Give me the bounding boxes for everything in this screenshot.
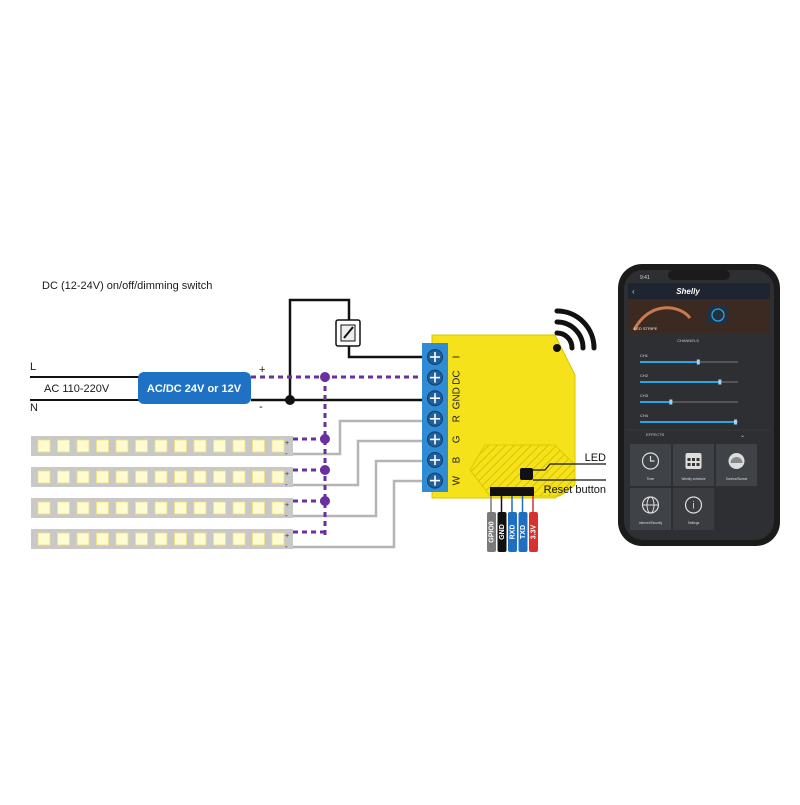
terminal-screw-g: G [427,431,463,448]
switch-wire-in [288,298,351,400]
terminal-screw-gnd: GND [427,387,463,409]
psu-minus-label: - [259,401,263,413]
switch-caption: DC (12-24V) on/off/dimming switch [42,280,212,292]
phone: 9:41 ‹ Shelly LED STRIPE CHANNELS CH1CH2… [618,264,780,546]
status-time: 9:41 [640,275,650,281]
clock-icon [641,452,660,470]
pin-label: 3.3V [530,524,537,539]
device-banner [628,299,770,333]
pin-gpio0: GPIO0 [487,496,496,552]
brand-logo: Shelly [676,287,700,296]
power-supply-label: AC/DC 24V or 12V [147,383,242,395]
pin-label: GPIO0 [488,521,495,543]
sunrise-icon [728,453,745,469]
channel-label: CH1 [640,353,649,358]
power-toggle-icon[interactable] [711,308,725,322]
channel-slider[interactable]: CH3 [640,393,738,405]
reset-button-label: Reset button [544,484,606,496]
led-strips: +-+-+-+- [31,436,293,551]
globe-icon [641,496,660,514]
led-strip: +- [31,498,293,520]
phone-notch [668,270,730,280]
led-strip: +- [31,436,293,458]
pin-gnd: GND [497,496,507,552]
pin-txd: TXD [518,496,528,552]
pin-label: TXD [520,525,527,539]
terminal-block: I DC GND R G B W [422,343,463,492]
tile-clock[interactable]: Timer [630,444,671,486]
reset-button-icon [520,468,533,480]
terminal-label: B [452,456,463,463]
psu-plus-label: + [259,364,265,376]
tile-label: Sunrise/Sunset [726,477,748,481]
led-strip: +- [31,529,293,551]
junction-dot [285,395,295,405]
neutral-label: N [30,402,38,414]
strip-minus-label: - [285,480,288,489]
pin-label: GND [499,524,506,540]
terminal-screw-w: W [427,472,463,489]
wifi-icon [553,308,597,352]
led-strip: +- [31,467,293,489]
pin-rxd: RXD [508,496,517,552]
info-icon: i [684,496,703,514]
terminal-screw-dc: DC [427,369,463,386]
line-label: L [30,361,36,373]
power-supply [138,372,251,404]
terminal-screw-i: I [427,349,463,365]
positive-dashed-wire [251,375,428,535]
led-label: LED [585,452,606,464]
effects-label: EFFECTS [646,432,665,437]
tile-globe[interactable]: Internet/Security [630,488,671,530]
tile-label: Timer [646,477,655,481]
terminal-label: W [452,475,463,485]
tile-label: Settings [688,521,700,525]
pin-label: RXD [509,525,516,540]
chevron-down-icon[interactable]: ⌄ [740,433,745,439]
channel-slider[interactable]: CH4 [640,413,738,425]
terminal-label: G [452,435,463,443]
terminal-label: GND [452,387,463,409]
led-pointer [533,463,606,471]
device-name: LED STRIPE [634,326,658,331]
switch-icon [335,319,361,347]
terminal-label: I [452,356,463,359]
ac-voltage-label: AC 110-220V [44,383,110,395]
tile-calendar[interactable]: Weekly schedule [673,444,714,486]
svg-text:i: i [692,501,694,512]
strip-plus-label: + [285,502,289,509]
app-header [628,283,770,299]
terminal-label: DC [452,370,463,384]
channel-slider[interactable]: CH2 [640,373,738,385]
switch-wire-out [347,346,428,359]
terminal-screw-b: B [427,452,463,468]
strip-plus-label: + [285,440,289,447]
terminal-screw-r: R [427,410,463,427]
strip-plus-label: + [285,533,289,540]
channel-slider[interactable]: CH1 [640,353,738,365]
channel-label: CH4 [640,413,649,418]
strip-minus-label: - [285,511,288,520]
channels-header: CHANNELS [677,338,699,343]
channel-label: CH2 [640,373,649,378]
back-icon[interactable]: ‹ [632,287,635,296]
terminal-label: R [452,415,463,422]
tile-label: Internet/Security [639,521,663,525]
strip-minus-label: - [285,542,288,551]
tile-sunrise[interactable]: Sunrise/Sunset [716,444,757,486]
calendar-icon [685,453,702,469]
pin-header [490,487,534,496]
pin-33v: 3.3V [529,496,538,552]
channel-label: CH3 [640,393,649,398]
action-tiles: Timer Weekly schedule Sunrise/SunsetIntern… [630,444,757,530]
strip-minus-label: - [285,449,288,458]
strip-plus-label: + [285,471,289,478]
tile-label: Weekly schedule [681,477,705,481]
positive-junctions [320,372,330,506]
